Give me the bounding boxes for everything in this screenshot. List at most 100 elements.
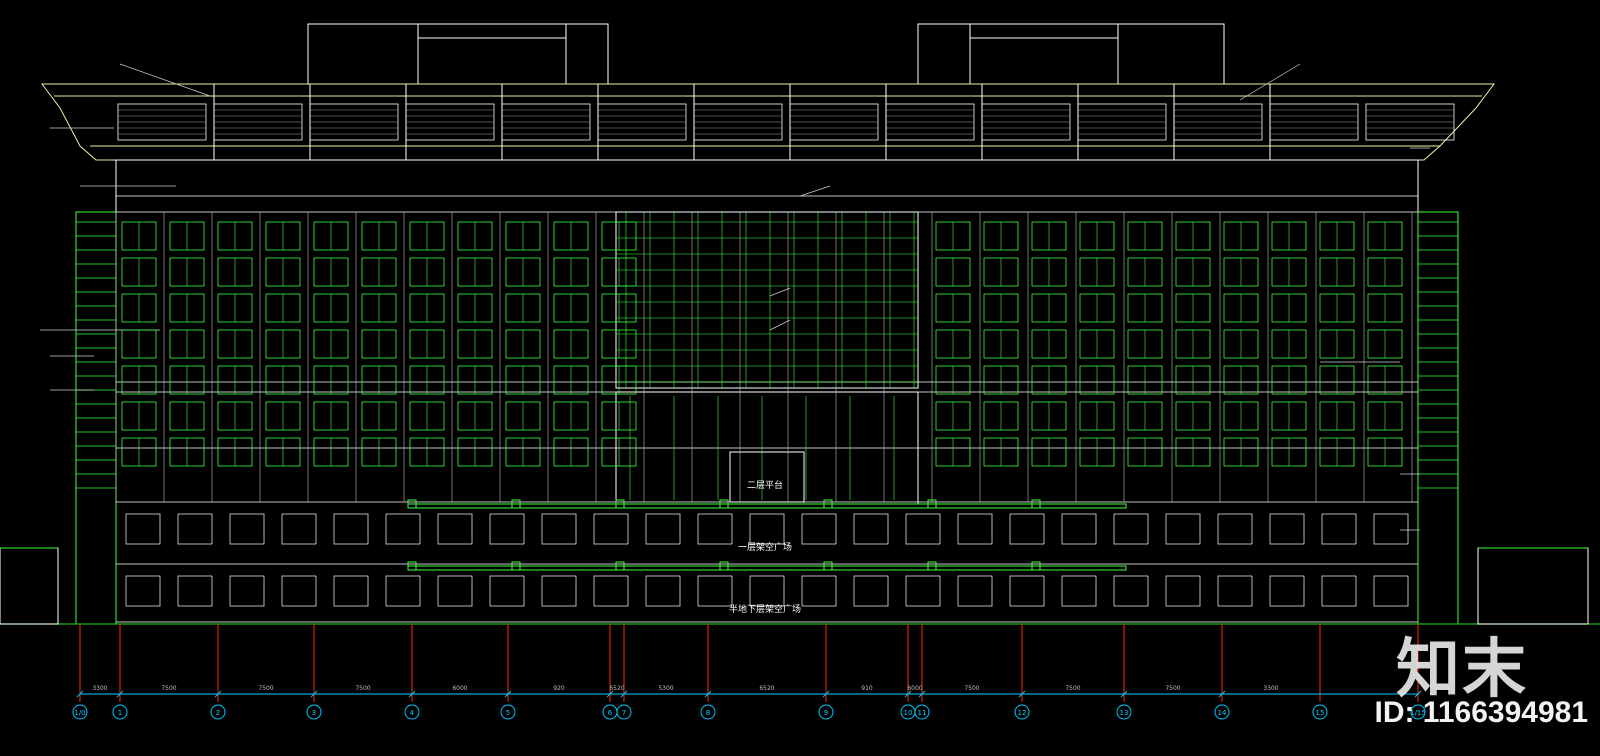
annotation-leader [1239,63,1301,101]
roof-canopy [41,83,1495,161]
label-ground-plaza: 一层架空广场 [738,541,792,553]
podium-window [385,513,421,545]
podium-window [437,575,473,607]
axis-label: 13 [1120,709,1129,717]
podium-window [905,513,941,545]
annotation-leader [769,287,791,297]
building-outline [0,23,1600,625]
podium-window [541,575,577,607]
podium-column-cap [511,499,521,509]
axis-label: 7 [622,709,626,717]
podium-window [645,575,681,607]
podium-window [1217,575,1253,607]
dimension-value: 3300 [92,685,107,692]
podium-window [229,513,265,545]
axis-bubble [1312,704,1328,720]
podium-column-cap [1031,499,1041,509]
podium-column-cap [823,499,833,509]
podium-window [957,575,993,607]
podium-window [125,513,161,545]
dimension-value: 6520 [759,685,774,692]
dimension-value: 7500 [1065,685,1080,692]
podium-window [593,575,629,607]
podium-window [1113,575,1149,607]
podium-column-cap [927,561,937,571]
axis-bubble [616,704,632,720]
annotation-leader [799,185,831,197]
dimension-value: 7500 [258,685,273,692]
podium-window [593,513,629,545]
podium-window [1061,575,1097,607]
podium-column-cap [511,561,521,571]
axis-label: 4 [410,709,415,717]
podium-window [801,575,837,607]
podium-column-cap [719,561,729,571]
podium-window [177,575,213,607]
podium-column-cap [407,561,417,571]
dimension-value: 7500 [161,685,176,692]
podium-window [749,513,785,545]
dimension-value: 7500 [1165,685,1180,692]
podium-window [1373,575,1409,607]
dimension-tick [620,690,628,698]
axis-label: 3 [312,709,316,717]
label-semi-basement-plaza: 半地下层架空广场 [729,603,801,615]
podium-window [1061,513,1097,545]
axis-label: 14 [1218,709,1227,717]
podium-window [1165,513,1201,545]
podium-window [905,575,941,607]
axis-bubble [1014,704,1030,720]
podium-column-cap [719,499,729,509]
dimension-value: 3300 [1263,685,1278,692]
dimension-tick [1120,690,1128,698]
podium-window [749,575,785,607]
axis-bubble [500,704,516,720]
dimension-tick [1218,690,1226,698]
dimension-tick [310,690,318,698]
dimension-value: 910 [861,685,873,692]
podium-window [1269,575,1305,607]
axis-bubble [1214,704,1230,720]
axis-label: 15 [1316,709,1325,717]
podium-window [1321,513,1357,545]
axis-label: 9 [824,709,828,717]
podium-window [697,575,733,607]
podium-window [229,575,265,607]
axis-bubble [112,704,128,720]
dimension-tick [116,690,124,698]
podium-window [281,513,317,545]
atrium-door [729,451,805,503]
dimension-value: 6520 [609,685,624,692]
axis-label: 2 [216,709,220,717]
dimension-tick [504,690,512,698]
dimension-tick [214,690,222,698]
podium-window [853,575,889,607]
podium-window [1165,575,1201,607]
dimension-tick [822,690,830,698]
podium-window [177,513,213,545]
dimension-tick [918,690,926,698]
watermark-id: ID: 1166394981 [1374,696,1588,729]
podium-column-cap [615,499,625,509]
dimension-tick [76,690,84,698]
axis-label: 1 [118,709,122,717]
podium-column-cap [615,561,625,571]
axis-label: 5 [506,709,510,717]
annotation-leader [119,63,211,97]
dimension-tick [606,690,614,698]
axis-bubble [1116,704,1132,720]
podium-window [281,575,317,607]
axis-label: 6 [608,709,613,717]
podium-window [333,575,369,607]
dimension-value: 6000 [907,685,922,692]
podium-window [1113,513,1149,545]
podium-window [697,513,733,545]
dimension-value: 7500 [964,685,979,692]
podium-window [1009,513,1045,545]
podium-window [1009,575,1045,607]
atrium-curtain-wall [615,211,919,389]
center-labels: 二层平台 一层架空广场 半地下层架空广场 [729,479,801,615]
